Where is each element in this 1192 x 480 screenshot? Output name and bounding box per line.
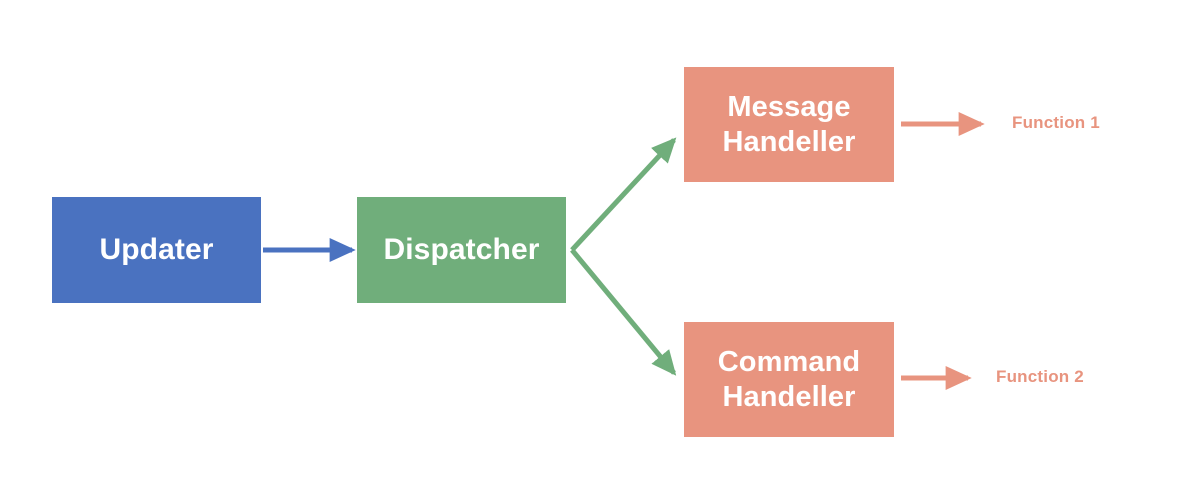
node-command-handler[interactable]: Command Handeller: [684, 322, 894, 437]
edge-dispatcher-to-message-handler: [570, 137, 677, 252]
node-command-handler-label: Command Handeller: [717, 346, 861, 413]
node-dispatcher[interactable]: Dispatcher: [357, 197, 566, 303]
node-dispatcher-label: Dispatcher: [383, 233, 540, 267]
node-message-handler-label: Message Handeller: [722, 91, 856, 158]
node-updater[interactable]: Updater: [52, 197, 261, 303]
edge-dispatcher-to-command-handler: [570, 248, 677, 376]
node-updater-label: Updater: [99, 233, 214, 267]
terminal-label-function-1: Function 1: [1012, 113, 1100, 132]
terminal-label-function-2: Function 2: [996, 367, 1084, 386]
node-message-handler[interactable]: Message Handeller: [684, 67, 894, 182]
